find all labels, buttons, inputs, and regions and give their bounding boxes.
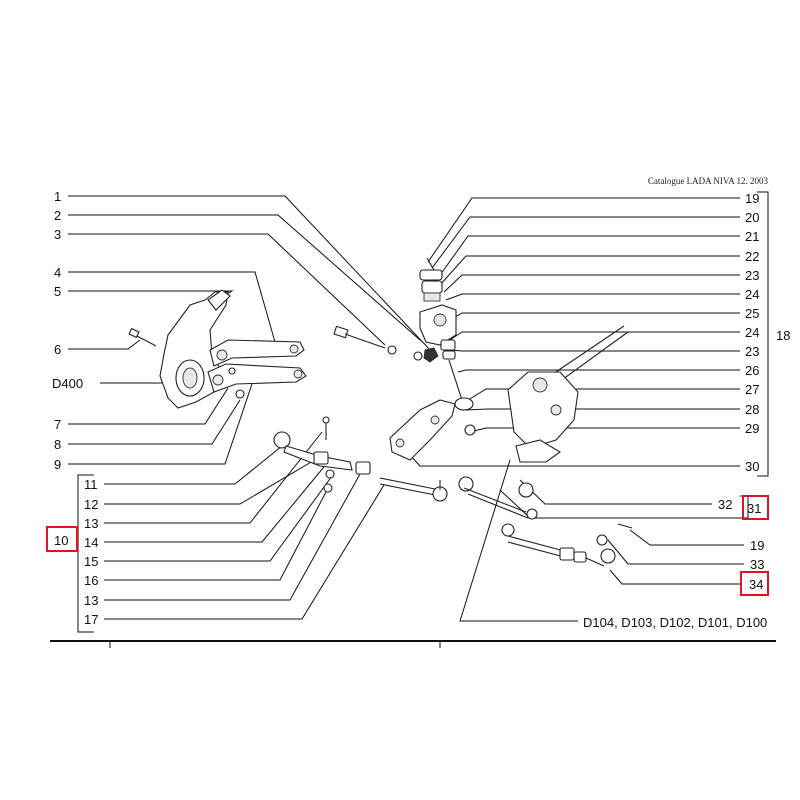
label-29: 29 bbox=[745, 421, 759, 436]
label-16: 16 bbox=[84, 573, 98, 588]
label-17: 17 bbox=[84, 612, 98, 627]
label-21: 21 bbox=[745, 229, 759, 244]
label-24a: 24 bbox=[745, 287, 759, 302]
label-31: 31 bbox=[747, 501, 761, 516]
tie-rod-left-drawing bbox=[273, 416, 448, 502]
tie-rod-right-drawing bbox=[501, 523, 633, 567]
label-10: 10 bbox=[54, 533, 68, 548]
right-leader-lines bbox=[395, 197, 740, 467]
label-13b: 13 bbox=[84, 593, 98, 608]
label-14: 14 bbox=[84, 535, 98, 550]
label-1: 1 bbox=[54, 189, 61, 204]
label-2: 2 bbox=[54, 208, 61, 223]
pendulum-arm-drawing bbox=[389, 257, 476, 461]
label-8: 8 bbox=[54, 437, 61, 452]
label-19-bottom: 19 bbox=[750, 538, 764, 553]
label-12: 12 bbox=[84, 497, 98, 512]
left-leader-lines bbox=[68, 195, 433, 465]
long-bolt-drawing bbox=[333, 325, 439, 363]
label-6: 6 bbox=[54, 342, 61, 357]
label-11: 11 bbox=[84, 477, 98, 492]
label-32: 32 bbox=[718, 497, 732, 512]
bolt-6-drawing bbox=[128, 327, 157, 347]
label-19-top: 19 bbox=[745, 191, 759, 206]
label-4: 4 bbox=[54, 265, 61, 280]
label-5: 5 bbox=[54, 284, 61, 299]
highlight-10 bbox=[46, 526, 78, 552]
highlight-34 bbox=[740, 571, 769, 596]
highlight-31 bbox=[742, 495, 769, 520]
label-7: 7 bbox=[54, 417, 61, 432]
footer-reference-list: D104, D103, D102, D101, D100 bbox=[583, 615, 767, 630]
steering-arms-drawing bbox=[207, 339, 307, 399]
right-label-column: 19 20 21 22 23 24 25 24 23 26 27 28 29 3… bbox=[745, 191, 790, 477]
label-33: 33 bbox=[750, 557, 764, 572]
label-15: 15 bbox=[84, 554, 98, 569]
label-25: 25 bbox=[745, 306, 759, 321]
label-23b: 23 bbox=[745, 344, 759, 359]
group-10-leader-lines bbox=[104, 431, 385, 620]
tie-rod-center-drawing bbox=[458, 476, 538, 520]
label-3: 3 bbox=[54, 227, 61, 242]
label-34: 34 bbox=[749, 577, 763, 592]
label-18: 18 bbox=[776, 328, 790, 343]
footer-rule bbox=[50, 640, 776, 648]
group-10-bracket: 11 12 13 14 15 16 13 17 10 bbox=[46, 474, 98, 633]
label-20: 20 bbox=[745, 210, 759, 225]
label-9: 9 bbox=[54, 457, 61, 472]
catalogue-header: Catalogue LADA NIVA 12. 2003 bbox=[648, 176, 769, 186]
left-label-column: 1 2 3 4 5 6 D400 7 8 9 bbox=[52, 189, 83, 472]
label-13a: 13 bbox=[84, 516, 98, 531]
label-d400: D400 bbox=[52, 376, 83, 391]
label-23a: 23 bbox=[745, 268, 759, 283]
lower-right-labels: 32 31 19 33 34 D104, D103, D102, D101, D… bbox=[459, 459, 769, 630]
label-26: 26 bbox=[745, 363, 759, 378]
label-24b: 24 bbox=[745, 325, 759, 340]
label-30: 30 bbox=[745, 459, 759, 474]
label-22: 22 bbox=[745, 249, 759, 264]
steering-gearbox-drawing bbox=[507, 325, 629, 463]
label-28: 28 bbox=[745, 402, 759, 417]
label-27: 27 bbox=[745, 382, 759, 397]
